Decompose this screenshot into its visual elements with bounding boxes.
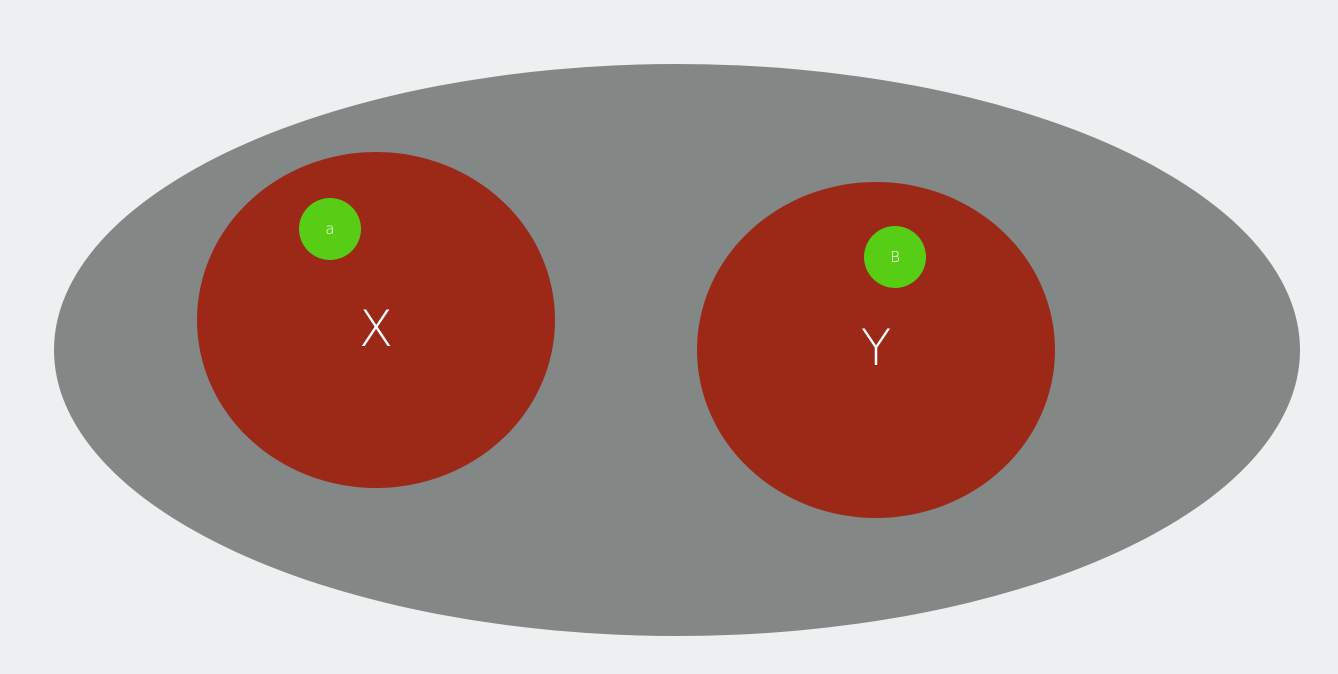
set-y-label: Y: [861, 319, 892, 377]
element-a-label: a: [325, 220, 334, 238]
set-y: [697, 182, 1055, 518]
set-x-group: X a: [197, 152, 555, 488]
set-x: [197, 152, 555, 488]
element-b-label: B: [890, 248, 900, 266]
set-y-group: Y B: [697, 182, 1055, 518]
element-a: [299, 198, 361, 260]
set-x-label: X: [359, 300, 393, 358]
element-b: [864, 226, 926, 288]
